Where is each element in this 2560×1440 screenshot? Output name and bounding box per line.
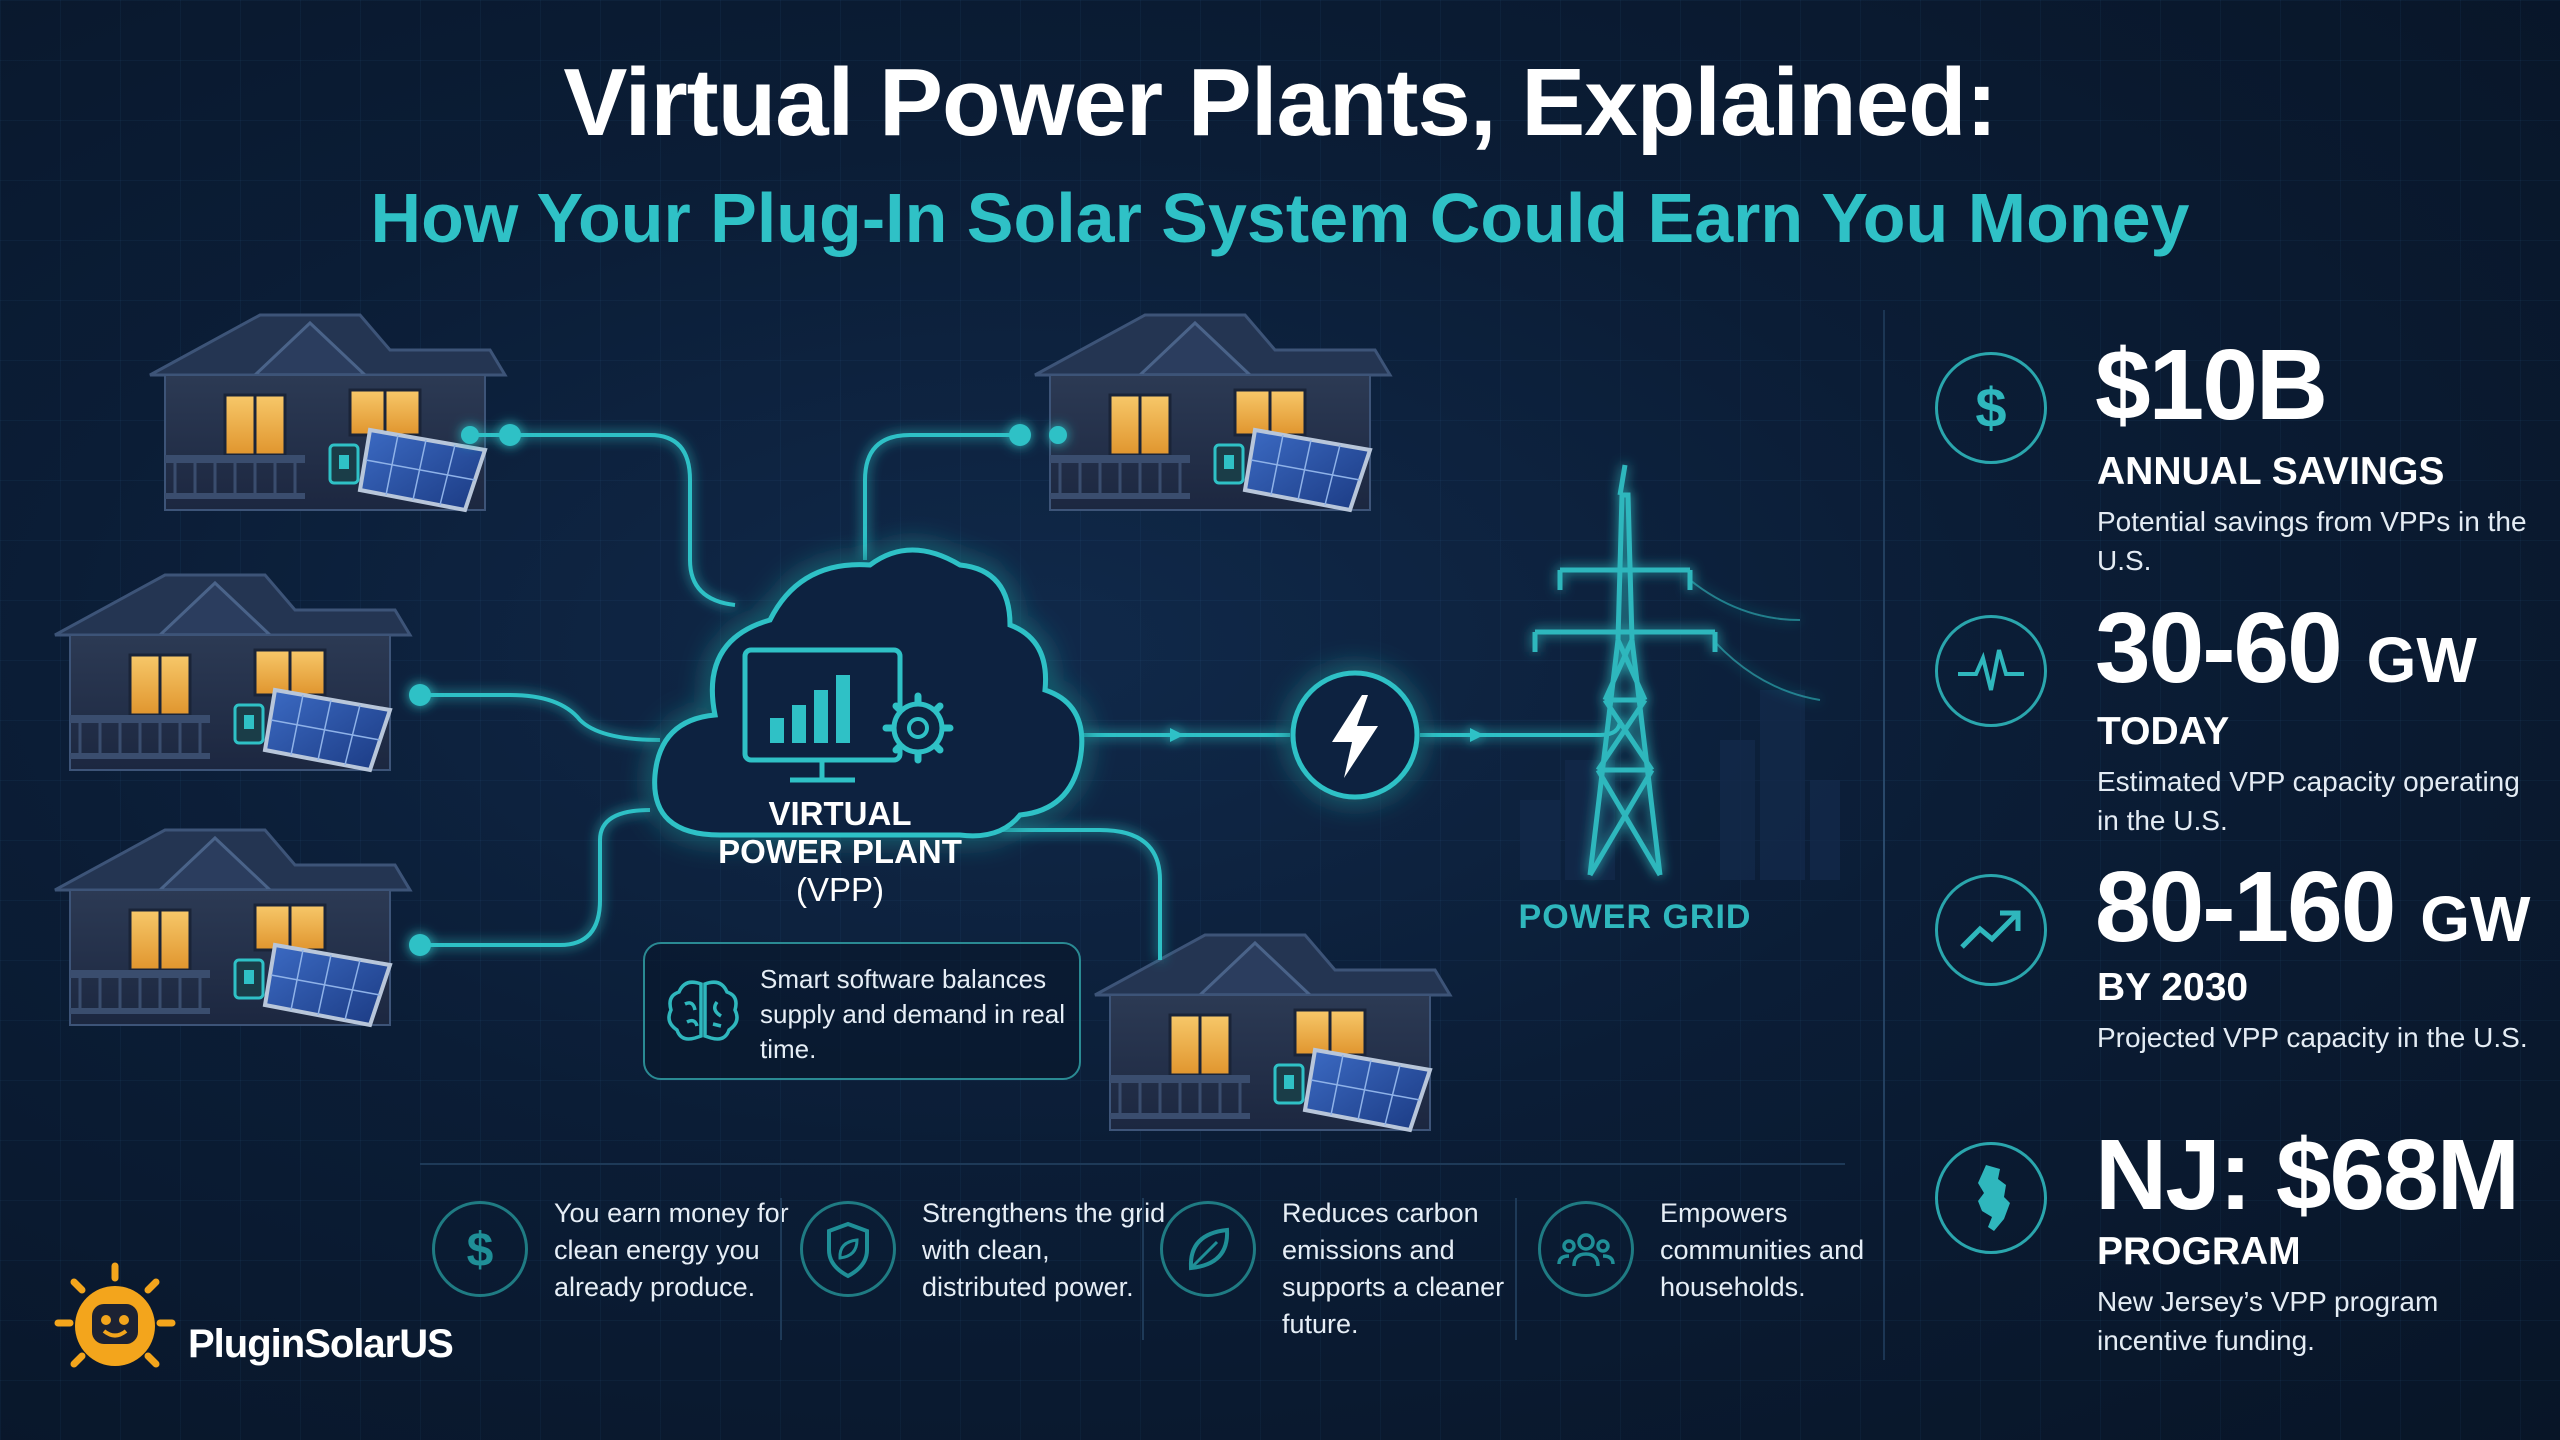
house-top-center: [1033, 313, 1392, 512]
dollar-icon: $: [1935, 352, 2047, 464]
svg-text:$: $: [467, 1224, 494, 1277]
vpp-title-line1: VIRTUAL: [768, 795, 912, 832]
smart-software-callout: Smart software balances supply and deman…: [643, 942, 1081, 1080]
connection-lines: [420, 433, 1622, 960]
benefit-separator: [1142, 1198, 1144, 1340]
stat-desc: Potential savings from VPPs in the U.S.: [2097, 506, 2527, 576]
benefit-text: Empowers communities and households.: [1660, 1198, 1865, 1302]
stat-value: $10B: [2095, 329, 2328, 441]
stat-desc: Projected VPP capacity in the U.S.: [2097, 1022, 2528, 1053]
stat-desc: Estimated VPP capacity operating in the …: [2097, 766, 2520, 836]
vpp-cloud: [652, 547, 1085, 839]
svg-text:$: $: [1975, 376, 2006, 439]
new-jersey-icon: [1935, 1142, 2047, 1254]
gear-icon: [882, 692, 954, 764]
house-top-left: [148, 313, 507, 512]
stat-label: PROGRAM: [2097, 1230, 2301, 1273]
dollar-icon: $: [432, 1201, 528, 1297]
pulse-icon: [1935, 615, 2047, 727]
analytics-monitor-icon: [742, 647, 903, 783]
shield-leaf-icon: [800, 1201, 896, 1297]
power-tower-icon: [1532, 464, 1821, 877]
stat-desc: New Jersey’s VPP program incentive fundi…: [2097, 1286, 2439, 1356]
house-middle-left: [53, 573, 412, 772]
house-bottom-center: [1093, 933, 1452, 1132]
stat-value: 80-160 GW: [2095, 851, 2531, 963]
sun-mascot-logo: [54, 1262, 176, 1368]
brain-icon: [667, 980, 739, 1041]
stat-label: ANNUAL SAVINGS: [2097, 450, 2445, 493]
benefit-text: Strengthens the grid with clean, distrib…: [922, 1198, 1166, 1302]
benefit-separator: [1515, 1198, 1517, 1340]
stat-label: TODAY: [2097, 710, 2230, 753]
benefit-text: You earn money for clean energy you alre…: [554, 1198, 789, 1302]
stat-label: BY 2030: [2097, 966, 2249, 1009]
trend-up-icon: [1935, 874, 2047, 986]
stat-value: 30-60 GW: [2095, 592, 2477, 704]
brand-name: PluginSolarUS: [188, 1322, 454, 1366]
benefit-separator: [780, 1198, 782, 1340]
benefit-text: Reduces carbon emissions and supports a …: [1282, 1198, 1505, 1339]
vpp-title-line2: POWER PLANT: [718, 833, 962, 870]
vpp-abbr: (VPP): [795, 871, 884, 908]
power-grid-label: POWER GRID: [1518, 898, 1752, 936]
benefits-divider: [420, 1163, 1845, 1165]
vpp-label: VIRTUAL POWER PLANT (VPP): [690, 795, 990, 909]
smart-software-text: Smart software balances supply and deman…: [760, 964, 1065, 1064]
lightning-icon: [1290, 670, 1420, 800]
leaf-icon: [1160, 1201, 1256, 1297]
page-subtitle: How Your Plug-In Solar System Could Earn…: [370, 179, 2190, 257]
house-bottom-left: [53, 828, 412, 1027]
community-icon: [1538, 1201, 1634, 1297]
stat-value: NJ: $68M: [2095, 1119, 2520, 1231]
city-silhouette: [1520, 690, 1840, 880]
page-title: Virtual Power Plants, Explained:: [563, 49, 1997, 156]
section-divider: [1883, 310, 1885, 1360]
